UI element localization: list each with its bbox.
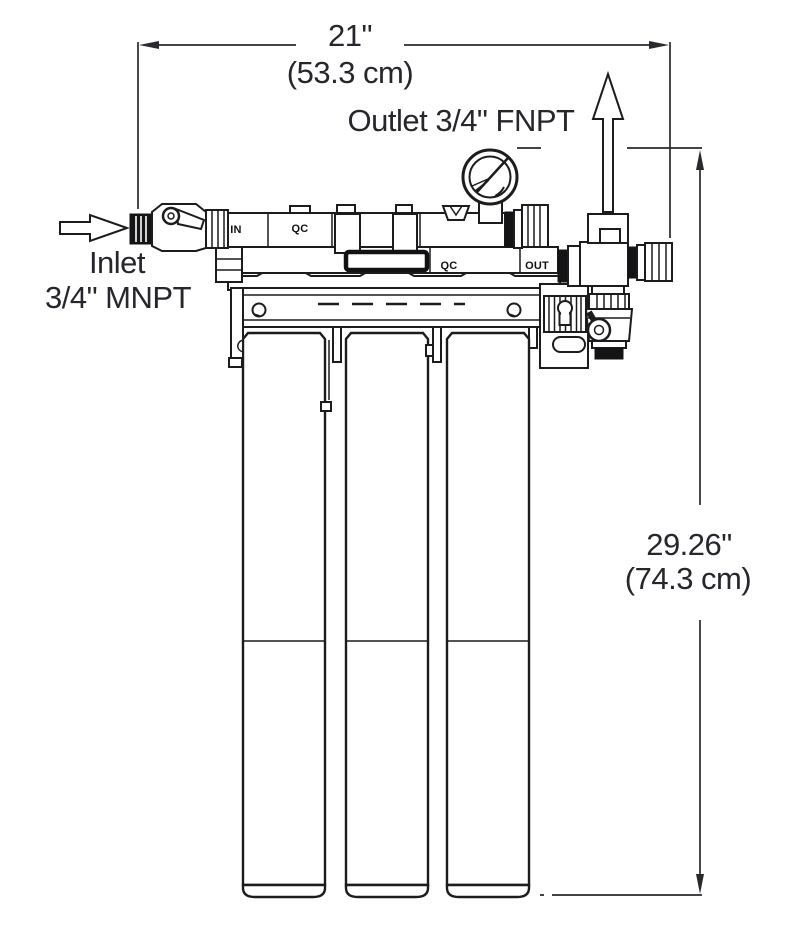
vent-cap-notch (449, 205, 463, 217)
flush-threaded-collar (588, 293, 630, 310)
inlet-valve-assembly (129, 203, 229, 252)
cartridge-body (241, 331, 327, 887)
port-cap-nut-facets (216, 258, 242, 271)
height-metric-label: (74.3 cm) (625, 561, 751, 596)
manifold-upper-tube: IN QC (227, 204, 549, 273)
retainer-nub (425, 344, 434, 357)
flange-notch (237, 339, 244, 353)
cartridge-bottom-cap (445, 883, 531, 899)
cartridge-body (344, 331, 430, 887)
cartridge-body (445, 331, 531, 887)
keyhole-join (561, 310, 569, 316)
flush-lever-hub (586, 317, 612, 343)
vent-cap (441, 205, 471, 221)
seal-ring (627, 246, 638, 279)
height-dimension: 29.26" (74.3 cm) (517, 147, 752, 896)
fitting-collar (513, 209, 523, 249)
screw-hole (251, 302, 267, 318)
bracket-left-foot (228, 357, 243, 368)
flush-valve (584, 293, 634, 360)
port-cap-nut (215, 246, 243, 283)
valve-pivot-pin (167, 212, 175, 220)
inlet-flow-arrow-icon (59, 213, 131, 243)
width-dimension: 21" (53.3 cm) (137, 18, 671, 238)
height-inches-label: 29.26" (646, 527, 732, 562)
cartridge-bottom-cap (241, 883, 327, 899)
outlet-flow-arrow-icon (591, 70, 625, 213)
inlet-label-line1: Inlet (89, 245, 146, 280)
pressure-gauge (461, 148, 519, 224)
seal-ring (504, 211, 515, 248)
flush-lever-pin (593, 324, 605, 336)
threaded-nut-ribs (527, 205, 541, 247)
cartridge-bottom-cap (344, 883, 430, 899)
width-inches-label: 21" (328, 18, 372, 53)
valve-pivot (161, 206, 181, 226)
clamp-tower (392, 213, 418, 254)
upper-tube-joints (267, 213, 421, 247)
valve-collar-ribs (211, 210, 225, 248)
dim-arrow-down-icon (696, 874, 704, 894)
tee-lower-neck (591, 285, 625, 295)
seal-ring (557, 249, 569, 283)
qc-bottom-label: QC (441, 260, 458, 272)
threaded-nut-ribs (651, 243, 667, 281)
tee-top-cap-notch (599, 228, 621, 243)
filter-cartridge-3 (445, 331, 531, 899)
retainer-clip-foot (320, 401, 332, 412)
inlet-thread-ribs (135, 216, 147, 242)
bracket-plate-lines (231, 294, 540, 321)
bracket-plate (230, 287, 541, 328)
in-label: IN (230, 224, 241, 236)
filter-cartridge-1 (241, 331, 332, 899)
oval-slot (552, 336, 586, 353)
flush-outlet-fitting (594, 347, 624, 360)
dim-arrow-left-icon (139, 41, 159, 49)
bracket-left-flange (230, 287, 244, 367)
tee-body (579, 241, 629, 287)
inlet-callout: Inlet 3/4" MNPT (45, 213, 192, 315)
lower-bar-joints (429, 247, 521, 273)
outlet-label: Outlet 3/4" FNPT (348, 103, 576, 138)
qc-top-label: QC (292, 223, 309, 235)
mounting-bracket (228, 283, 589, 369)
filter-cartridge-2 (344, 331, 434, 899)
dim-arrow-right-icon (649, 41, 669, 49)
out-label: OUT (525, 260, 549, 272)
bridge-clamp (343, 249, 430, 273)
outlet-callout: Outlet 3/4" FNPT (348, 70, 625, 213)
dim-arrow-up-icon (696, 150, 704, 170)
gauge-ticks (471, 178, 489, 192)
width-metric-label: (53.3 cm) (287, 55, 413, 90)
screw-hole-mark (508, 313, 516, 317)
threaded-nut (521, 204, 549, 248)
outlet-valve-assembly (557, 213, 673, 295)
inlet-label-line2: 3/4" MNPT (45, 280, 192, 315)
clamp-tower (334, 213, 361, 254)
screw-hole-mark (253, 313, 261, 317)
flush-collar-ribs (596, 294, 626, 309)
tee-top-cap (587, 213, 629, 244)
screw-hole (506, 302, 522, 318)
gauge-arc (494, 186, 505, 197)
flush-outlet-lip (591, 340, 627, 349)
fitting-collar (636, 244, 646, 281)
